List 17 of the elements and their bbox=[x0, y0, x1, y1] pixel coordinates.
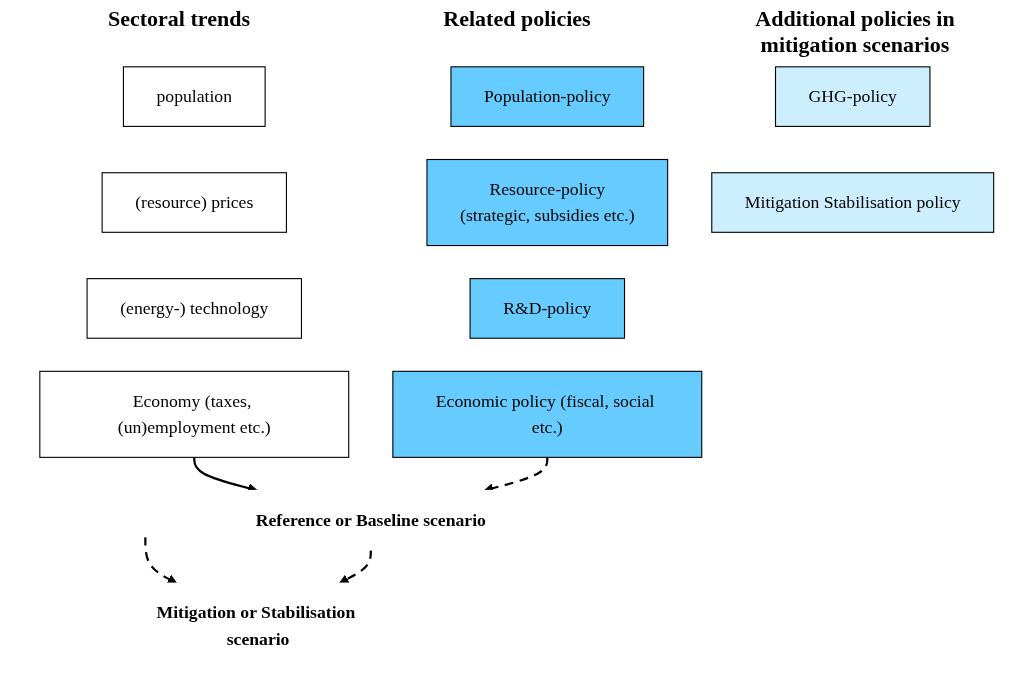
node-box: Economy (taxes, (un)employment etc.) bbox=[39, 370, 350, 458]
column-heading: Related policies bbox=[442, 6, 592, 33]
arrow bbox=[339, 550, 373, 584]
node-box: (resource) prices bbox=[101, 172, 288, 233]
node-text: Reference or Baseline scenario bbox=[255, 510, 487, 530]
column-heading: Sectoral trends bbox=[107, 6, 251, 33]
node-box: R&D-policy bbox=[469, 278, 626, 339]
node-text: Mitigation or Stabilisation scenario bbox=[156, 602, 356, 649]
node-box: Economic policy (fiscal, social etc.) bbox=[392, 370, 703, 458]
node-box: (energy-) technology bbox=[86, 278, 303, 339]
column-heading: Additional policies in mitigation scenarios bbox=[754, 6, 956, 58]
node-box: Resource-policy (strategic, subsidies etc.) bbox=[426, 158, 669, 247]
arrow bbox=[144, 536, 178, 584]
node-box: GHG-policy bbox=[775, 66, 931, 127]
node-box: population bbox=[123, 66, 266, 127]
node-box: Mitigation Stabilisation policy bbox=[711, 172, 995, 233]
node-box: Population-policy bbox=[450, 66, 645, 127]
